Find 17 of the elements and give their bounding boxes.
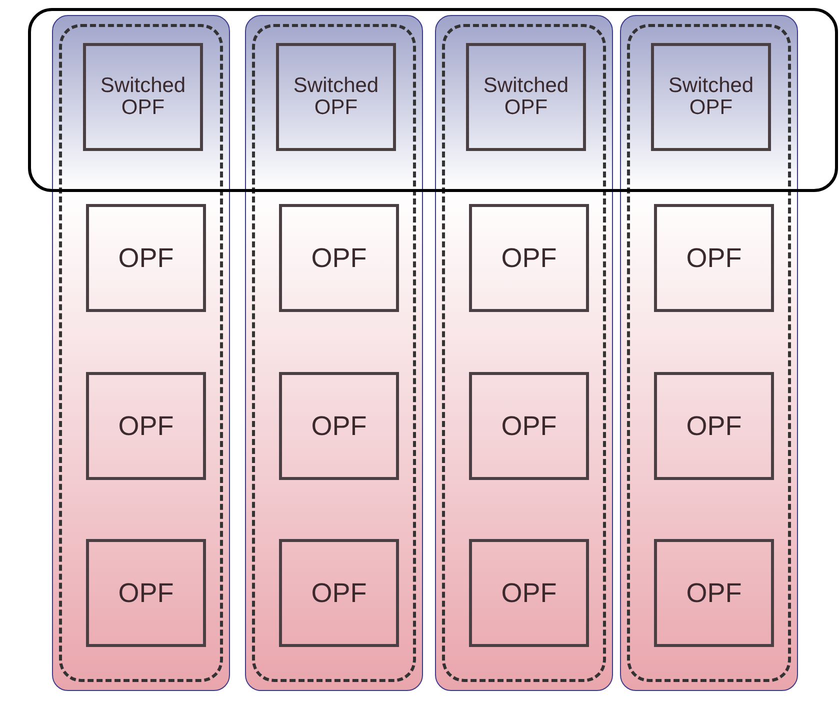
- process-box: Switched OPF: [466, 43, 586, 151]
- process-box: OPF: [469, 204, 589, 312]
- process-box: OPF: [86, 204, 206, 312]
- process-box: Switched OPF: [651, 43, 771, 151]
- process-box: Switched OPF: [276, 43, 396, 151]
- process-box: OPF: [86, 372, 206, 480]
- process-box: OPF: [469, 372, 589, 480]
- process-box: OPF: [654, 204, 774, 312]
- process-box: OPF: [279, 204, 399, 312]
- process-box: OPF: [654, 372, 774, 480]
- process-box: OPF: [279, 372, 399, 480]
- group-outline: [28, 8, 838, 192]
- process-box: OPF: [469, 539, 589, 647]
- process-box: OPF: [279, 539, 399, 647]
- process-box: OPF: [86, 539, 206, 647]
- process-box: Switched OPF: [83, 43, 203, 151]
- process-box: OPF: [654, 539, 774, 647]
